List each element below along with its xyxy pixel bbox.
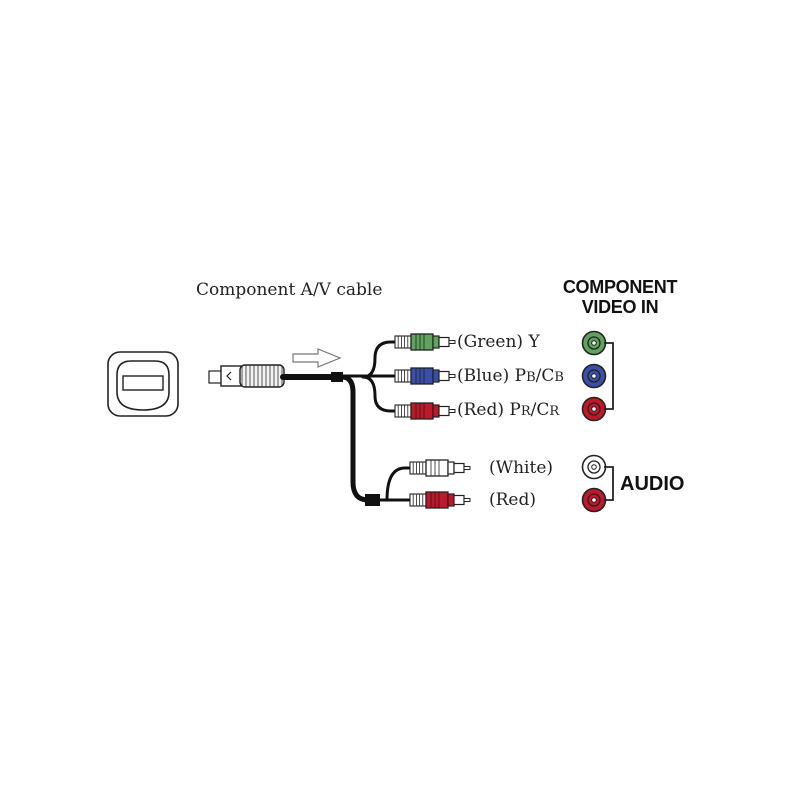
red-audio-plug-label: (Red) xyxy=(489,490,537,510)
red-jack xyxy=(581,396,607,422)
blue-s1: B xyxy=(526,370,536,385)
cable xyxy=(280,340,412,503)
red-s1: R xyxy=(520,404,531,419)
device-port-icon xyxy=(107,351,179,417)
green-rca-plug xyxy=(394,333,456,351)
red-audio-rca-plug xyxy=(409,491,471,509)
blue-plug-label: (Blue) PB/CB xyxy=(457,366,564,386)
red-p2: C xyxy=(536,400,550,420)
green-prefix: (Green) xyxy=(457,332,529,352)
audio-header: AUDIO xyxy=(620,473,685,495)
blue-slash: / xyxy=(535,366,542,386)
red-audio-jack xyxy=(581,487,607,513)
red-rca-plug xyxy=(394,402,456,420)
green-main: Y xyxy=(528,332,540,352)
white-jack xyxy=(581,454,607,480)
blue-jack xyxy=(581,363,607,389)
red-plug-label: (Red) PR/CR xyxy=(457,400,559,420)
cable-junction xyxy=(331,372,343,382)
video-header-line2: VIDEO IN xyxy=(581,297,659,317)
blue-rca-plug xyxy=(394,367,456,385)
video-header: COMPONENT VIDEO IN xyxy=(560,277,680,317)
direction-arrow-icon xyxy=(292,348,342,368)
red-prefix: (Red) xyxy=(457,400,510,420)
green-plug-label: (Green) Y xyxy=(457,332,540,352)
red-slash: / xyxy=(530,400,537,420)
video-bracket xyxy=(604,342,614,410)
red-p1: P xyxy=(509,400,521,420)
blue-p2: C xyxy=(541,366,555,386)
blue-prefix: (Blue) xyxy=(457,366,515,386)
audio-bracket xyxy=(604,466,614,501)
white-rca-plug xyxy=(409,459,471,477)
green-jack xyxy=(581,330,607,356)
cable-junction-audio xyxy=(365,494,380,506)
multi-pin-plug xyxy=(208,364,285,388)
blue-p1: P xyxy=(514,366,527,386)
blue-s2: B xyxy=(554,370,564,385)
red-s2: R xyxy=(549,404,560,419)
cable-title: Component A/V cable xyxy=(196,280,383,300)
white-plug-label: (White) xyxy=(489,458,554,478)
video-header-line1: COMPONENT xyxy=(562,277,678,297)
